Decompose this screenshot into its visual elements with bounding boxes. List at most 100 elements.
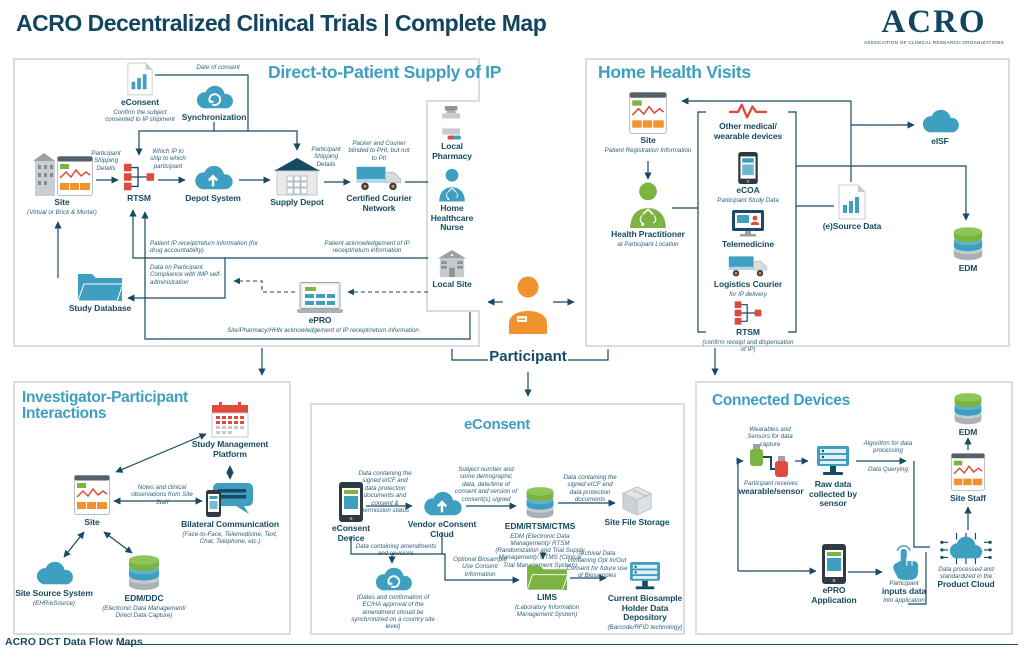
node-sublabel: EDM (Electronic Data Management)/ RTSM (…	[495, 532, 585, 569]
flow-signed-eicf-2: Data containing the signed eICF and data…	[563, 474, 617, 504]
node-label: eConsent Device	[332, 523, 370, 543]
node-label: Site Source System	[15, 588, 93, 598]
node-label: inputs data	[881, 586, 927, 597]
node-label: (e)Source Data	[822, 221, 882, 231]
node-label: RTSM	[127, 193, 151, 203]
panel-title-ipi: Investigator-Participant Interactions	[22, 389, 188, 423]
flow-shipping-details-1: Participant Shipping Details	[91, 150, 121, 172]
acro-logo-text: ACRO	[881, 4, 987, 40]
flow-patient-acknowledgement: Patient acknowledgement of IP receipt/re…	[324, 240, 410, 255]
node-bilateral-communication: Bilateral Communication (Face-to-Face, T…	[178, 482, 282, 545]
node-label: Depot System	[185, 193, 241, 203]
node-econsent-dtp: eConsent Confirm the subject consented t…	[104, 62, 176, 123]
node-label: Raw data collected by sensor	[809, 479, 857, 509]
flow-shipping-details-2: Participant Shipping Details	[311, 146, 341, 168]
node-vendor-econsent-cloud: Vendor eConsent Cloud	[398, 490, 486, 539]
page-title: ACRO Decentralized Clinical Trials | Com…	[16, 10, 547, 36]
practitioner-icon	[627, 182, 669, 228]
node-label: Study Database	[68, 303, 132, 313]
flow-compliance-data: Data on Participant Compliance with IMP …	[150, 264, 222, 286]
node-label: Bilateral Communication	[181, 519, 279, 529]
edm-ddc-database-icon	[126, 554, 162, 592]
site-staff-screen-icon	[951, 452, 985, 492]
node-ecoa: eCOA Participant Study Data	[702, 152, 794, 204]
node-sublabel: (Virtual or Brick & Mortar)	[27, 208, 97, 216]
flow-optional-biosample: Optional Biosample Use Consent Informati…	[453, 556, 507, 578]
node-label: Local Site	[432, 279, 472, 289]
depository-server-icon	[628, 562, 662, 592]
node-local-site: Local Site	[424, 250, 480, 290]
node-label: EDM/DDC	[124, 593, 164, 603]
node-label: EDM/RTSM/CTMS	[504, 521, 576, 531]
node-depot-system: Depot System	[176, 164, 250, 204]
node-wearable-devices: Other medical/ wearable devices	[702, 102, 794, 141]
node-sublabel: (EHR/eSource)	[33, 599, 75, 607]
amendment-sync-cloud-icon	[371, 566, 415, 593]
node-eisf: eISF	[906, 108, 974, 147]
flow-date-of-consent: Date of consent	[196, 64, 240, 71]
epro-app-phone-icon	[822, 544, 846, 584]
node-study-database: Study Database	[50, 270, 150, 314]
flow-data-querying: Data Querying	[868, 466, 908, 473]
node-label: wearable/sensor	[738, 486, 804, 497]
node-rtsm-hhv: RTSM (confirm receipt and dispensation o…	[702, 300, 794, 353]
heartbeat-icon	[728, 102, 768, 120]
site-screen-icon	[629, 92, 667, 134]
flow-which-ip: Which IP to ship to which participant	[150, 148, 186, 170]
node-home-healthcare-nurse: Home Healthcare Nurse	[428, 168, 476, 233]
node-site-staff: Site Staff	[940, 452, 996, 504]
esource-document-icon	[837, 184, 867, 220]
footer-label: ACRO DCT Data Flow Maps	[5, 636, 143, 648]
node-esource-data: (e)Source Data	[818, 184, 886, 232]
flow-site-pharmacy-ack: Site/Pharmacy/HHN acknowledgement of IP …	[227, 327, 419, 334]
node-certified-courier: Certified Courier Network	[344, 164, 414, 213]
ecoa-phone-icon	[738, 152, 758, 184]
participant-icon	[505, 276, 551, 334]
flow-patient-ip-receipt: Patient IP receipt/return information (f…	[150, 240, 259, 255]
edm-database-icon	[951, 226, 985, 262]
telemedicine-icon	[731, 210, 765, 238]
storage-box-icon	[622, 486, 652, 516]
hand-tap-icon	[888, 544, 920, 580]
node-label: eConsent	[121, 97, 159, 107]
flow-wearables-sensors: Wearables and Sensors for data capture	[747, 426, 793, 448]
node-label: Home Healthcare Nurse	[430, 203, 474, 233]
panel-title-devices: Connected Devices	[712, 392, 850, 409]
node-epro-application: ePRO Application	[800, 544, 868, 605]
flow-packer-blinded: Packer and Courier blinded to PHI, but n…	[348, 140, 410, 162]
node-label: Telemedicine	[721, 239, 775, 249]
node-label: EDM	[958, 427, 978, 437]
node-sublabel: at Participant Location	[617, 240, 679, 248]
node-site-file-storage: Site File Storage	[602, 486, 672, 528]
node-study-management-platform: Study Management Platform	[188, 402, 272, 459]
node-label: Logistics Courier	[713, 279, 783, 289]
panel-title-hhv: Home Health Visits	[598, 62, 751, 82]
footer-rule	[120, 644, 1018, 645]
depot-cloud-icon	[189, 164, 237, 192]
lims-folder-icon	[526, 562, 568, 591]
node-sublabel: for IP delivery	[729, 290, 767, 298]
panel-title-dtp: Direct-to-Patient Supply of IP	[268, 62, 502, 82]
node-site-hhv: Site Patient Registration Information	[598, 92, 698, 154]
node-local-pharmacy: Local Pharmacy	[428, 106, 476, 161]
edm-rtsm-ctms-database-icon	[523, 486, 557, 520]
node-amendment-sync-cloud: (Dates and confirmation of EC/HA approva…	[350, 566, 436, 631]
node-label: Study Management Platform	[191, 439, 269, 459]
node-label: ePRO	[308, 315, 332, 325]
calendar-icon	[211, 402, 249, 438]
source-cloud-icon	[32, 560, 76, 587]
node-product-cloud: Data processed and standardized in the P…	[928, 530, 1004, 590]
panel-title-econsent: eConsent	[464, 416, 530, 433]
eisf-cloud-icon	[918, 108, 962, 135]
node-sublabel: (Barcode/RFID technology)	[607, 623, 683, 631]
node-postlabel: into application	[883, 596, 925, 604]
participant-label: Participant	[489, 348, 567, 365]
node-label: Product Cloud	[937, 579, 995, 590]
node-label: eISF	[931, 136, 949, 146]
node-health-practitioner: Health Practitioner at Participant Locat…	[598, 182, 698, 248]
node-telemedicine: Telemedicine	[702, 210, 794, 250]
node-prelabel: Data processed and standardized in the	[938, 566, 994, 581]
courier-truck-icon	[355, 164, 403, 192]
node-label: eCOA	[736, 185, 760, 195]
node-edm-rtsm-ctms: EDM/RTSM/CTMS EDM (Electronic Data Manag…	[494, 486, 586, 569]
